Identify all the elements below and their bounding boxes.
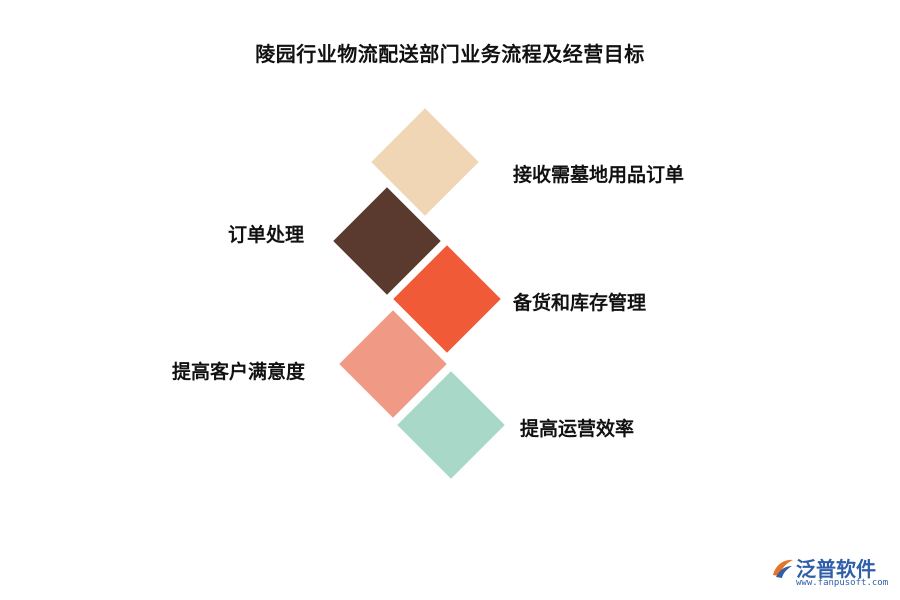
step-5-label: 提高运营效率 — [520, 418, 635, 440]
step-4-label: 提高客户满意度 — [172, 361, 306, 383]
brand-logo: 泛普软件 www.fanpusoft.com — [770, 553, 888, 593]
step-2-label: 订单处理 — [228, 224, 305, 246]
step-3-label: 备货和库存管理 — [513, 292, 647, 314]
diagram-title: 陵园行业物流配送部门业务流程及经营目标 — [255, 42, 645, 66]
step-1-label: 接收需墓地用品订单 — [513, 164, 685, 186]
brand-name: 泛普软件 — [796, 557, 876, 581]
brand-url: www.fanpusoft.com — [796, 578, 889, 588]
fanpu-logo-icon — [773, 559, 793, 578]
